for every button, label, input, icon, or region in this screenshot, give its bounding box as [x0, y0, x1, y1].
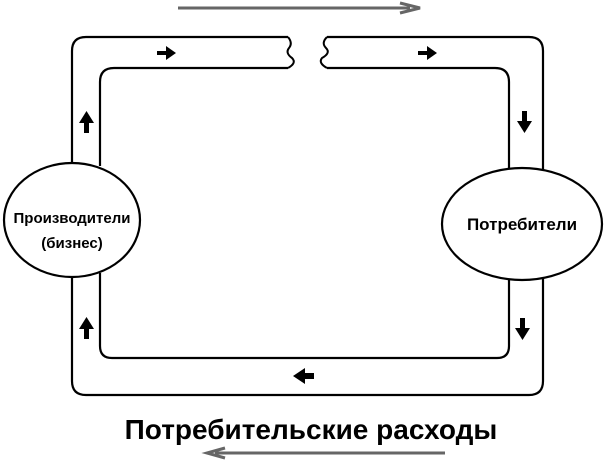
- consumers-node: Потребители: [440, 166, 604, 282]
- producers-label: Производители: [14, 210, 131, 227]
- bottom-flow-arrow: [201, 446, 445, 460]
- top-flow-arrow: [178, 1, 421, 15]
- arrow-right-icon: [157, 46, 176, 60]
- arrow-down-icon: [515, 318, 530, 340]
- diagram-caption: Потребительские расходы: [125, 414, 498, 445]
- arrow-up-icon: [79, 111, 94, 133]
- arrow-left-icon: [293, 368, 314, 384]
- loop-inner-outline: [98, 66, 511, 360]
- producers-node: Производители (бизнес): [2, 161, 142, 279]
- arrow-down-icon: [517, 111, 532, 133]
- arrow-right-icon: [418, 46, 437, 60]
- top-break: [286, 36, 329, 69]
- arrow-up-icon: [79, 317, 94, 339]
- producers-sublabel: (бизнес): [41, 235, 102, 252]
- loop-outer-outline: [70, 35, 545, 397]
- consumers-label: Потребители: [467, 215, 577, 234]
